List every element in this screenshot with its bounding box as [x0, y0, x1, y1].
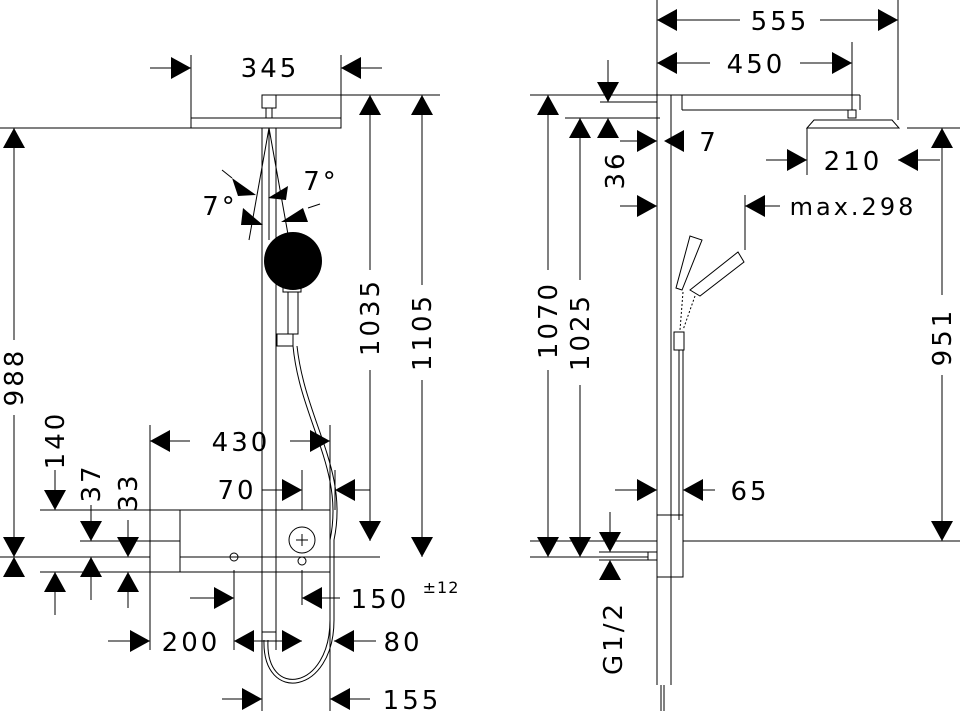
dimension-155: 155: [222, 686, 442, 711]
extension-lines-front: [0, 55, 440, 711]
dimension-angles-7: 7° 7°: [202, 167, 339, 225]
hose-front: [263, 345, 338, 684]
dim-g12-label: G1/2: [599, 601, 629, 675]
dim-210-label: 210: [824, 147, 883, 177]
dim-33-label: 33: [114, 472, 144, 511]
side-view: 555 450 7 36: [530, 0, 960, 711]
dimension-7-side: 7: [620, 128, 719, 158]
dimension-555: 555: [657, 7, 898, 37]
dimension-140: 140: [41, 411, 71, 615]
dim-155-label: 155: [383, 686, 442, 711]
dimension-1105: 1105: [408, 95, 438, 557]
dim-1035-label: 1035: [356, 278, 386, 356]
front-view: 345 7° 7° 1035 1105: [0, 54, 460, 711]
dimension-430: 430: [150, 428, 330, 458]
dimension-450: 450: [657, 50, 852, 80]
dim-140-label: 140: [41, 411, 71, 470]
angle-7-right: 7°: [303, 167, 339, 197]
dim-65-label: 65: [730, 477, 769, 507]
dim-200-label: 200: [162, 628, 221, 658]
thermostat-body-front: [149, 509, 380, 573]
thermostat-side: [647, 514, 684, 578]
shower-arm-side: [671, 94, 901, 129]
dim-150-label: 150: [351, 585, 410, 615]
dim-7-label: 7: [699, 128, 719, 158]
dimension-150: 150 ±12: [190, 578, 460, 615]
angle-7-left: 7°: [202, 192, 238, 222]
dim-37-label: 37: [77, 463, 107, 502]
dim-988-label: 988: [0, 348, 30, 407]
hand-shower-front: [264, 232, 322, 347]
dim-430-label: 430: [212, 428, 271, 458]
dimension-36: 36: [597, 60, 631, 190]
riser-pipe-side: [656, 94, 672, 711]
extension-lines-side: [530, 0, 960, 558]
dimension-1035: 1035: [356, 95, 386, 541]
dim-150-tolerance: ±12: [423, 578, 460, 597]
dim-450-label: 450: [727, 50, 786, 80]
dim-1105-label: 1105: [408, 293, 438, 371]
dim-max298-label: max.298: [790, 193, 917, 221]
dimension-345: 345: [150, 54, 382, 84]
dimension-max-298: max.298: [620, 193, 917, 221]
dimension-200: 200: [108, 628, 276, 658]
overhead-shower-front: [190, 94, 342, 129]
dim-555-label: 555: [751, 7, 810, 37]
dimension-210: 210: [766, 128, 940, 177]
dim-345-label: 345: [241, 54, 300, 84]
dim-36-label: 36: [601, 150, 631, 189]
dimension-g12: G1/2: [599, 512, 648, 675]
dim-1025-label: 1025: [566, 293, 596, 371]
dimension-33: 33: [114, 472, 144, 608]
dim-1070-label: 1070: [534, 281, 564, 359]
dimension-1070: 1070: [534, 95, 564, 557]
dimension-80: 80: [276, 628, 422, 658]
dimension-37: 37: [77, 463, 150, 600]
dimension-1025: 1025: [566, 118, 596, 557]
dimension-951: 951: [928, 128, 958, 541]
dimension-988: 988: [0, 128, 30, 577]
dim-80-label: 80: [383, 628, 422, 658]
dim-70-label: 70: [217, 476, 256, 506]
dim-951-label: 951: [928, 308, 958, 367]
dimension-65: 65: [615, 477, 769, 507]
dimension-70: 70: [217, 470, 370, 510]
